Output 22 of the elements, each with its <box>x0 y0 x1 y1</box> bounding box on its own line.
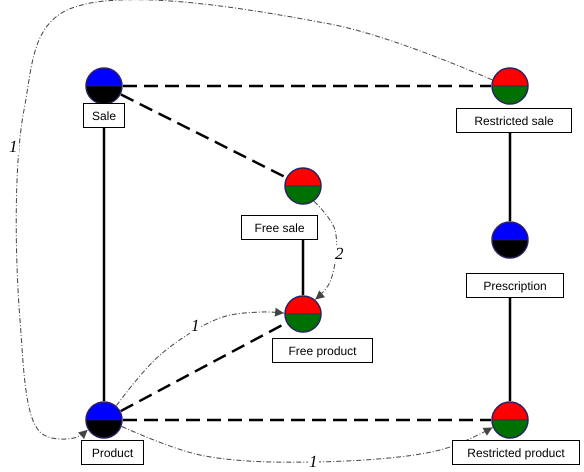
connector-line <box>508 298 512 401</box>
dotted-arrow <box>121 426 494 463</box>
edge-label: 1 <box>8 138 18 155</box>
label-box: Free product <box>272 338 373 363</box>
label-box: Product <box>81 440 144 465</box>
dotted-arrow <box>16 0 493 440</box>
label-box: Restricted sale <box>456 108 572 133</box>
connector-line <box>302 240 304 295</box>
label-box: Restricted product <box>452 440 580 465</box>
dotted-arrow <box>314 200 338 300</box>
label-box: Prescription <box>466 273 564 298</box>
edge-label: 1 <box>190 317 200 334</box>
connector-line <box>102 128 106 401</box>
dashed-connector <box>123 84 491 88</box>
edge-label: 2 <box>334 245 344 262</box>
dashed-connector <box>123 418 491 422</box>
connector-line <box>508 133 512 221</box>
edge-label: 1 <box>308 453 318 470</box>
label-box: Free sale <box>241 215 318 240</box>
dotted-arrow <box>116 308 285 406</box>
label-box: Sale <box>83 103 125 128</box>
dashed-connector <box>120 93 287 179</box>
